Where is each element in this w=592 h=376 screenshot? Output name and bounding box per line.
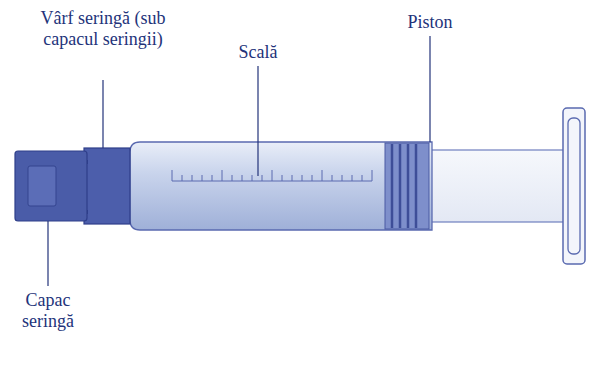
part-label: Piston (390, 12, 470, 33)
scale-tick (212, 175, 213, 181)
flange-inner (568, 118, 580, 254)
scale-tick (232, 175, 233, 181)
syringe-tip-section (84, 148, 130, 224)
piston-rings (392, 144, 416, 228)
scale-tick (312, 175, 313, 181)
piston-ring (399, 144, 402, 228)
scale-tick (372, 170, 373, 181)
scale-tick (242, 175, 243, 181)
leader-line (102, 80, 103, 148)
scale-tick (322, 170, 323, 181)
scale-tick (252, 175, 253, 181)
plunger-rod (428, 150, 568, 222)
leader-line (47, 221, 48, 286)
leader-line (257, 66, 258, 176)
scale-tick (352, 175, 353, 181)
part-label: Capac seringă (4, 290, 92, 332)
scale-tick (202, 175, 203, 181)
scale-tick (362, 175, 363, 181)
leader-lines (48, 36, 430, 286)
scale-tick (222, 170, 223, 181)
scale-tick (182, 175, 183, 181)
leader-line (429, 36, 430, 142)
piston-ring (407, 144, 410, 228)
scale-ticks (172, 170, 372, 181)
scale-tick (272, 170, 273, 181)
plunger-flange (563, 108, 585, 264)
scale-tick (292, 175, 293, 181)
scale-tick (302, 175, 303, 181)
scale-tick (192, 175, 193, 181)
part-label: Scală (223, 42, 293, 63)
part-label: Vârf seringă (sub capacul seringii) (35, 8, 171, 50)
piston-ring (391, 144, 394, 228)
piston-body (385, 143, 429, 229)
scale-tick (262, 175, 263, 181)
piston-ring (415, 144, 418, 228)
scale-tick (282, 175, 283, 181)
syringe-barrel (130, 142, 432, 230)
scale-tick (332, 175, 333, 181)
scale-tick (172, 170, 173, 181)
scale-tick (342, 175, 343, 181)
cap-face (28, 166, 56, 206)
syringe-cap (15, 151, 87, 221)
